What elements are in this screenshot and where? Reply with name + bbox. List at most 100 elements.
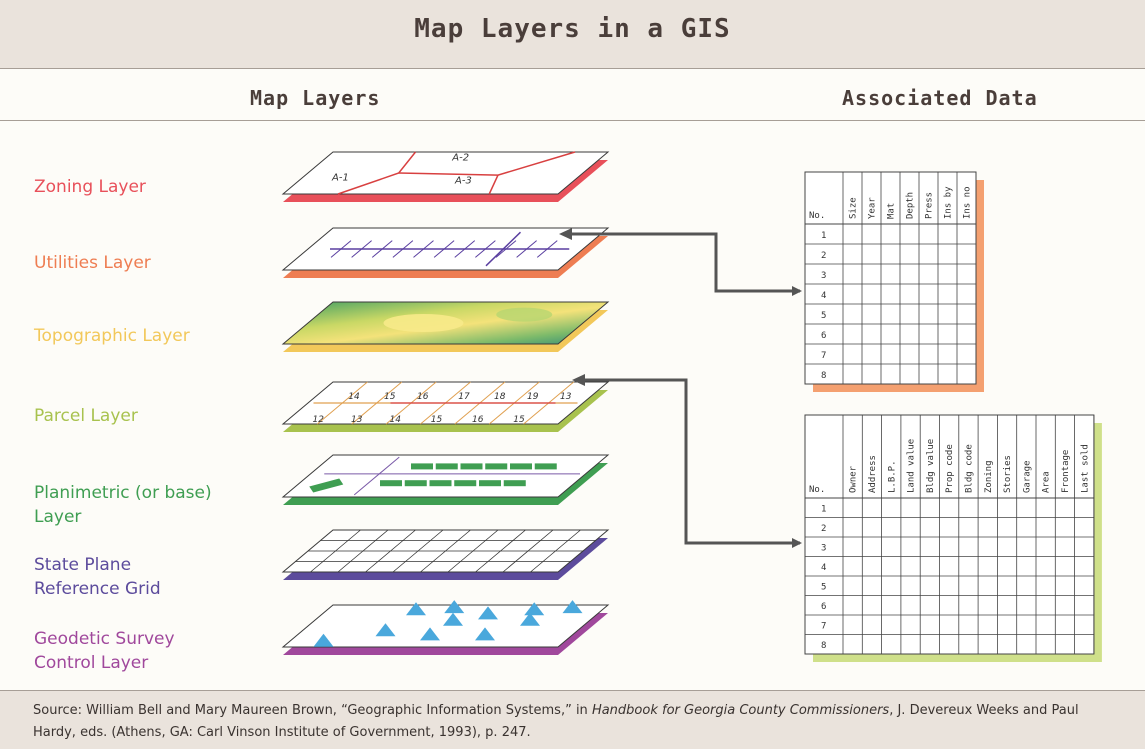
survey-control-triangle [375,623,396,637]
map-layer-2 [281,301,610,352]
parcel-number: 14 [348,392,360,402]
utility-service-line [392,240,414,258]
utility-service-line [536,240,558,258]
figure-title: Map Layers in a GIS [414,14,731,44]
citation-suffix: , J. Devereux Weeks and Paul Hardy, eds.… [33,703,1079,740]
parcel-number: 15 [431,415,443,425]
topo-contour [383,314,464,332]
parcel-number: 12 [313,415,325,425]
map-layer-0: A-1A-2A-3 [281,151,610,202]
parcel-number: 18 [494,392,506,402]
layer-top-sheet [281,604,610,648]
table-column-header: L.B.P. [887,460,897,493]
link-arrows [559,228,802,548]
table-no-header: No. [809,485,825,495]
table-column-header: Bldg value [926,439,936,493]
survey-control-triangle [562,600,583,614]
table-column-header: Garage [1022,460,1032,493]
table-row-number: 1 [821,231,826,241]
utility-service-line [371,240,393,258]
table-row-number: 2 [821,524,826,534]
table-column-header: Land value [907,439,917,493]
table-body [804,414,1095,655]
parcel-number: 16 [472,415,484,425]
building-footprint [479,480,501,487]
layer-label-line: Parcel Layer [34,406,138,426]
parcel-number: 14 [390,415,402,425]
survey-control-triangle [520,612,540,626]
utility-service-line [330,240,352,258]
utility-service-line [351,240,372,258]
survey-control-triangle [443,612,463,626]
survey-control-triangle [420,627,440,641]
layer-label-line: State Plane [34,555,132,575]
utility-service-line [433,240,455,258]
building-footprint [460,463,483,470]
layer-label-utilities: Utilities Layer [34,251,151,275]
layer-label-parcel: Parcel Layer [34,404,138,428]
arrowhead-parcel [572,374,585,386]
topo-contour [496,307,553,322]
table-column-header: Depth [906,192,916,219]
citation-prefix: Source: William Bell and Mary Maureen Br… [33,703,592,718]
parcel-number: 16 [417,392,429,402]
building-footprint [510,463,532,470]
column-header-associated-data: Associated Data [842,86,1038,110]
table-column-header: Stories [1003,455,1013,493]
layer-label-line: Topographic Layer [34,326,190,346]
survey-control-triangle [444,600,465,614]
utility-branch-line [485,231,522,267]
table-row-number: 6 [821,602,826,612]
layer-label-line: Reference Grid [34,579,161,599]
building-footprint [411,463,433,470]
table-column-header: Zoning [984,460,994,493]
layer-label-topographic: Topographic Layer [34,324,190,348]
parcel-data-arrow [580,378,802,548]
building-footprint [404,480,427,487]
parcel-number: 13 [560,392,572,402]
utility-service-line [454,240,476,258]
building-footprint [309,478,344,493]
table-column-header: Press [925,192,935,219]
table-column-header: Address [868,455,878,493]
layer-label-line: Control Layer [34,653,149,673]
column-header-map-layers: Map Layers [250,86,381,110]
building-footprint [435,463,458,470]
table-no-header: No. [809,211,825,221]
table-row-number: 1 [821,505,826,515]
table-column-header: Year [868,197,878,219]
layer-label-line: Geodetic Survey [34,629,175,649]
zoning-label: A-1 [331,173,349,184]
header-divider [0,120,1145,121]
building-footprint [429,480,452,487]
table-row-number: 8 [821,641,826,651]
layer-top-sheet [281,151,610,195]
utility-service-line [516,240,537,258]
building-footprint [380,480,402,487]
building-footprint [454,480,477,487]
table-row-number: 8 [821,371,826,381]
building-footprint [534,463,557,470]
parcel-number: 15 [384,392,396,402]
table-column-header: Size [849,197,859,219]
zoning-boundary [488,174,499,195]
table-row-number: 3 [821,271,826,281]
source-citation: Source: William Bell and Mary Maureen Br… [33,700,1113,744]
layer-label-line: Layer [34,507,82,527]
utility-service-line [475,240,496,258]
table-column-header: Bldg code [964,444,974,493]
parcel-number: 13 [351,415,363,425]
table-body [804,171,977,385]
survey-control-triangle [406,602,426,616]
building-footprint [485,463,508,470]
layer-label-planimetric: Planimetric (or base)Layer [34,481,212,529]
building-footprint [503,480,526,487]
map-layer-6 [281,600,610,655]
parcel-number: 17 [458,392,470,402]
table-row-number: 2 [821,251,826,261]
